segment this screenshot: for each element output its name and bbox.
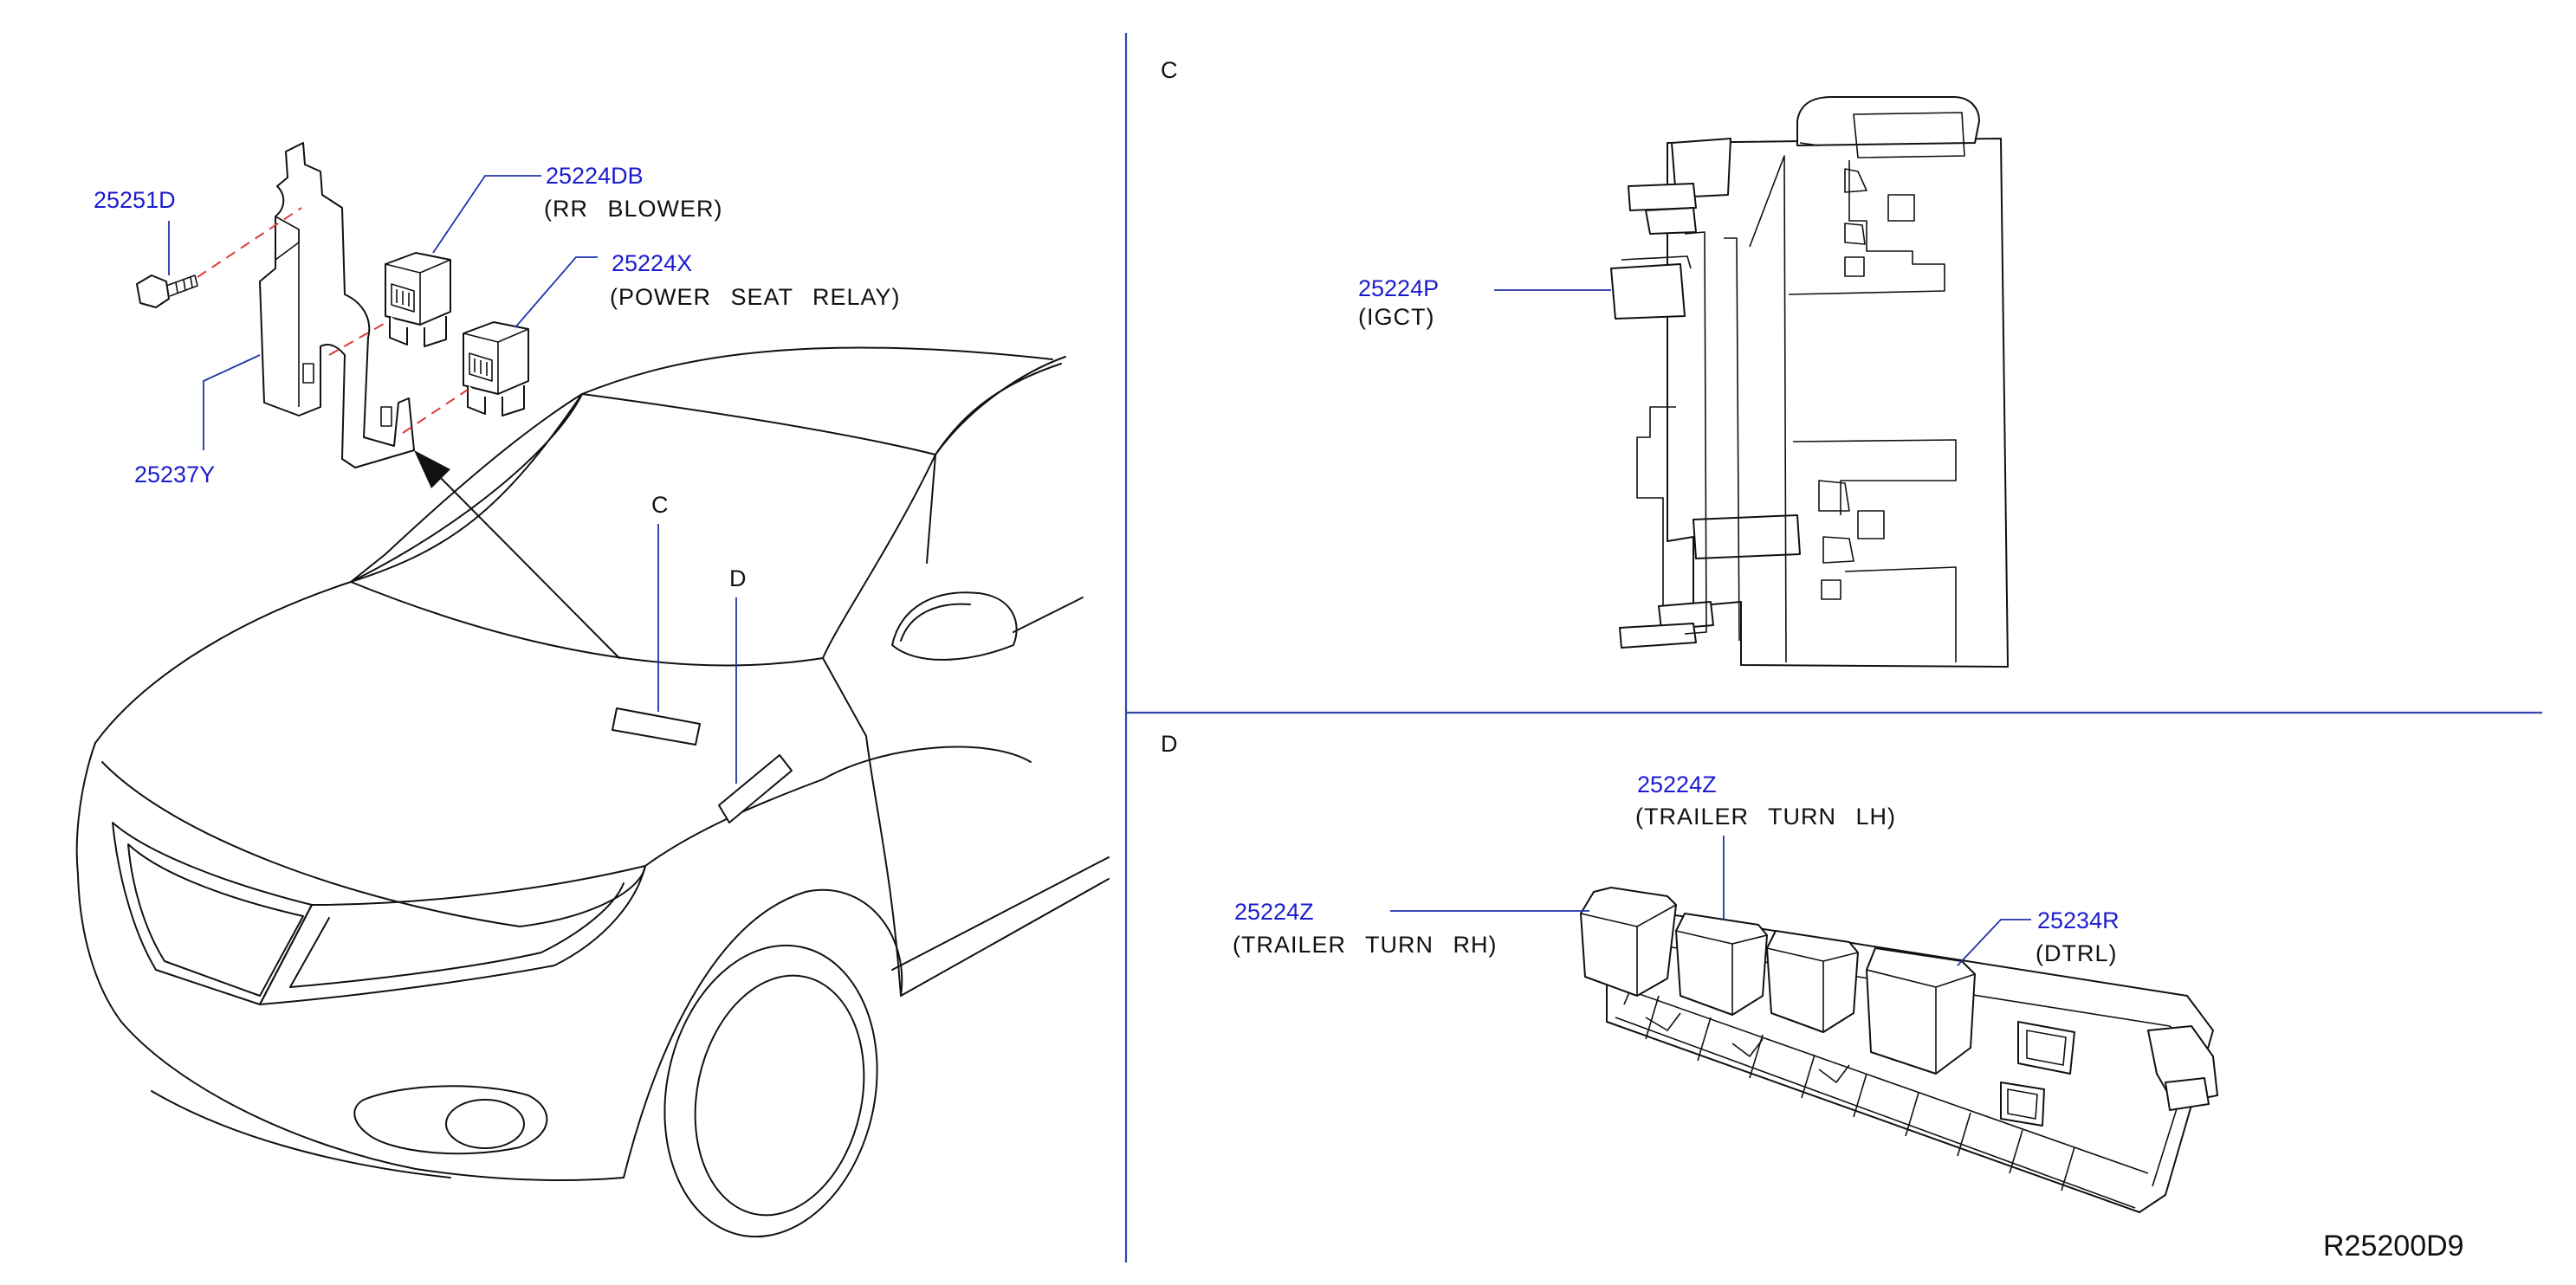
section-c-label: C — [1161, 57, 1178, 83]
part-number-25237Y: 25237Y — [134, 462, 215, 488]
relay-location-d-marker — [718, 754, 793, 823]
part-number-25224P: 25224P — [1358, 275, 1439, 301]
part-number-25224Z-lh: 25224Z — [1637, 772, 1717, 797]
callout-leaders — [657, 524, 737, 784]
part-number-25224Z-rh: 25224Z — [1234, 899, 1314, 925]
part-desc-igct: (IGCT) — [1358, 304, 1434, 330]
part-number-25224DB: 25224DB — [546, 163, 644, 189]
part-desc-trailer-turn-rh: (TRAILER TURN RH) — [1233, 932, 1498, 958]
section-d-label: D — [1161, 731, 1178, 757]
relay-bracket-assembly — [136, 142, 529, 468]
part-number-25251D: 25251D — [94, 187, 176, 213]
panel-dividers — [1124, 33, 2542, 1262]
fuse-block-c — [1610, 96, 2009, 668]
part-number-25224X: 25224X — [612, 250, 692, 276]
part-desc-rr-blower: (RR BLOWER) — [544, 196, 723, 222]
callout-c-label: C — [651, 492, 669, 518]
view-d-leaders — [1390, 836, 2031, 966]
part-desc-trailer-turn-lh: (TRAILER TURN LH) — [1635, 804, 1896, 830]
part-desc-power-seat-relay: (POWER SEAT RELAY) — [610, 284, 901, 310]
vehicle-illustration — [75, 346, 1110, 1238]
relay-block-d — [1580, 887, 2218, 1213]
overview-leaders — [168, 175, 598, 450]
location-arrow — [414, 450, 620, 659]
part-desc-dtrl: (DTRL) — [2036, 940, 2118, 966]
part-number-25234R: 25234R — [2037, 907, 2120, 933]
diagram-code: R25200D9 — [2323, 1230, 2464, 1262]
callout-d-label: D — [729, 565, 747, 591]
relay-location-c-marker — [612, 707, 701, 746]
